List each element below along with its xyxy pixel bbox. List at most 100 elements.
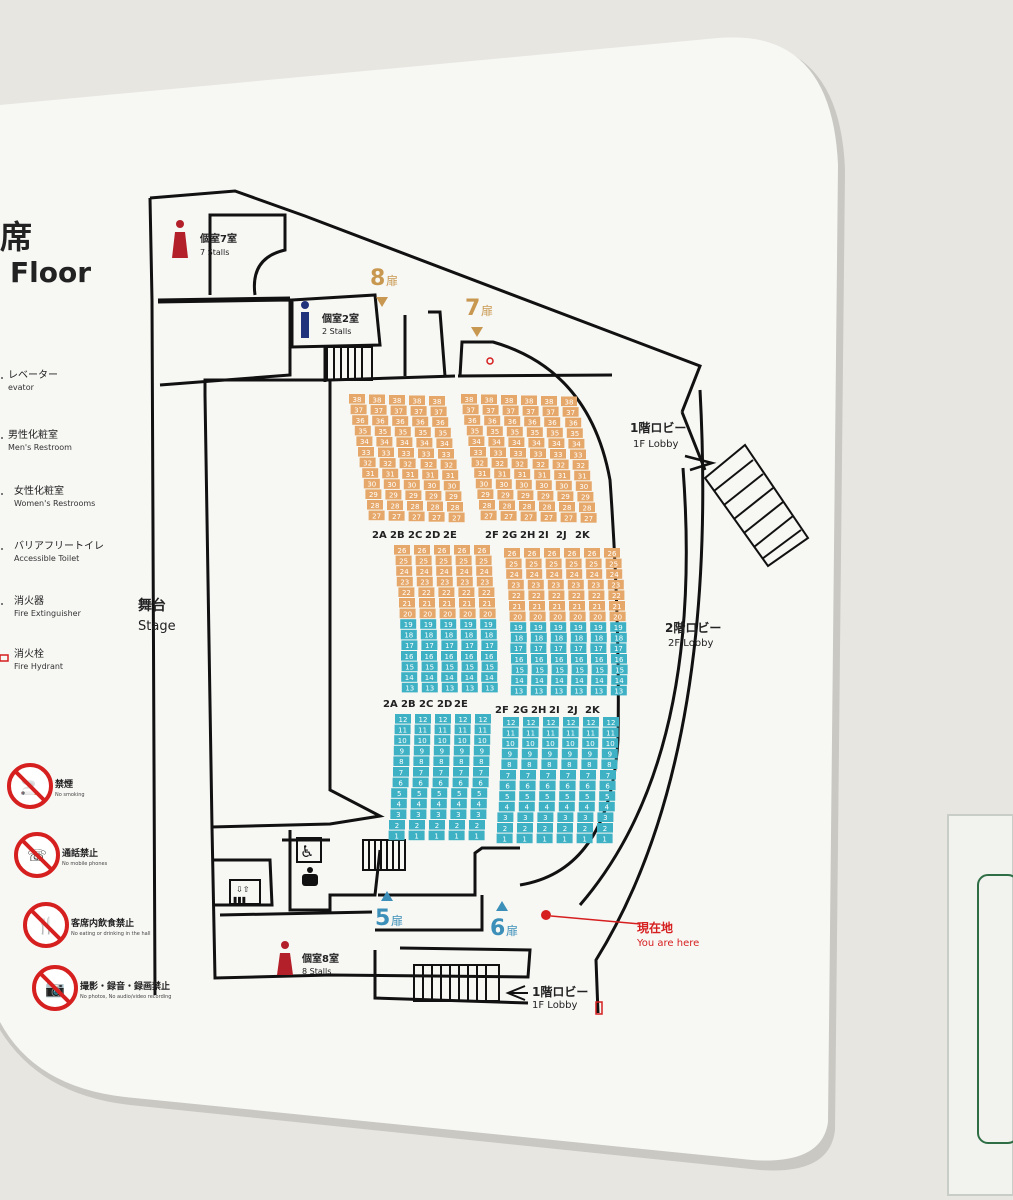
seat[interactable] [461, 661, 478, 672]
seat[interactable] [497, 812, 514, 822]
seat[interactable] [453, 767, 469, 777]
seat[interactable] [481, 651, 497, 661]
seat[interactable] [590, 643, 607, 653]
seat[interactable] [441, 682, 458, 693]
seat[interactable] [466, 425, 483, 436]
seat[interactable] [561, 748, 578, 759]
seat[interactable] [436, 566, 453, 576]
seat[interactable] [516, 833, 533, 844]
seat[interactable] [368, 510, 385, 521]
seat[interactable] [508, 590, 525, 600]
seat[interactable] [451, 788, 468, 798]
seat[interactable] [560, 512, 577, 523]
seat[interactable] [520, 770, 536, 780]
seat[interactable] [598, 801, 615, 812]
seat[interactable] [356, 436, 373, 446]
seat[interactable] [590, 632, 607, 643]
seat[interactable] [480, 510, 497, 521]
seat[interactable] [468, 436, 485, 446]
seat[interactable] [545, 558, 562, 569]
seat[interactable] [532, 459, 549, 469]
seat[interactable] [448, 830, 465, 841]
seat[interactable] [456, 576, 473, 587]
seat[interactable] [586, 569, 603, 579]
seat[interactable] [509, 611, 526, 622]
seat[interactable] [504, 548, 520, 558]
seat[interactable] [441, 661, 458, 672]
seat[interactable] [401, 672, 418, 682]
seat[interactable] [394, 735, 411, 745]
seat[interactable] [522, 727, 539, 738]
seat[interactable] [470, 447, 486, 457]
seat[interactable] [475, 555, 492, 566]
seat[interactable] [562, 407, 579, 417]
seat[interactable] [530, 448, 546, 459]
seat[interactable] [520, 511, 537, 522]
seat[interactable] [569, 601, 585, 611]
seat[interactable] [517, 823, 533, 833]
seat[interactable] [393, 767, 409, 777]
seat[interactable] [511, 675, 528, 685]
seat[interactable] [413, 767, 429, 777]
seat[interactable] [555, 480, 572, 491]
seat[interactable] [500, 770, 516, 780]
seat[interactable] [461, 394, 477, 404]
seat[interactable] [370, 405, 387, 415]
seat[interactable] [570, 632, 587, 643]
seat[interactable] [410, 798, 427, 809]
seat[interactable] [539, 501, 555, 512]
seat[interactable] [477, 489, 494, 499]
seat[interactable] [570, 449, 586, 460]
seat[interactable] [559, 780, 576, 791]
seat[interactable] [405, 490, 422, 500]
seat[interactable] [557, 491, 574, 501]
seat[interactable] [499, 500, 515, 511]
seat[interactable] [486, 426, 503, 436]
seat[interactable] [607, 579, 624, 590]
seat[interactable] [575, 481, 592, 491]
seat[interactable] [498, 801, 515, 812]
seat[interactable] [435, 555, 452, 566]
seat[interactable] [475, 478, 492, 489]
seat[interactable] [464, 415, 481, 425]
seat[interactable] [359, 457, 376, 468]
seat[interactable] [391, 788, 408, 798]
seat[interactable] [559, 502, 575, 512]
seat[interactable] [579, 502, 595, 513]
seat[interactable] [519, 501, 535, 511]
seat[interactable] [591, 664, 608, 675]
seat[interactable] [394, 724, 411, 735]
seat[interactable] [506, 426, 523, 437]
seat[interactable] [503, 717, 519, 727]
seat[interactable] [367, 500, 383, 510]
seat[interactable] [472, 777, 489, 788]
seat[interactable] [591, 675, 608, 685]
seat[interactable] [510, 632, 527, 643]
seat[interactable] [473, 745, 490, 756]
seat[interactable] [506, 569, 523, 579]
seat[interactable] [523, 717, 539, 727]
seat[interactable] [365, 489, 382, 499]
seat[interactable] [395, 714, 411, 724]
seat[interactable] [576, 833, 593, 844]
seat[interactable] [398, 448, 414, 458]
seat[interactable] [409, 395, 425, 406]
seat[interactable] [433, 756, 450, 766]
seat[interactable] [580, 513, 597, 523]
seat[interactable] [557, 823, 573, 833]
seat[interactable] [509, 601, 525, 611]
seat[interactable] [557, 812, 574, 822]
seat[interactable] [551, 664, 568, 675]
seat[interactable] [422, 469, 439, 480]
seat[interactable] [609, 611, 626, 622]
seat[interactable] [537, 490, 554, 501]
seat[interactable] [479, 598, 495, 608]
seat[interactable] [531, 675, 548, 685]
seat[interactable] [589, 611, 606, 622]
seat[interactable] [501, 759, 518, 769]
seat[interactable] [530, 632, 547, 643]
seat[interactable] [460, 619, 477, 629]
seat[interactable] [474, 545, 490, 555]
seat[interactable] [502, 738, 519, 748]
seat[interactable] [502, 727, 519, 738]
